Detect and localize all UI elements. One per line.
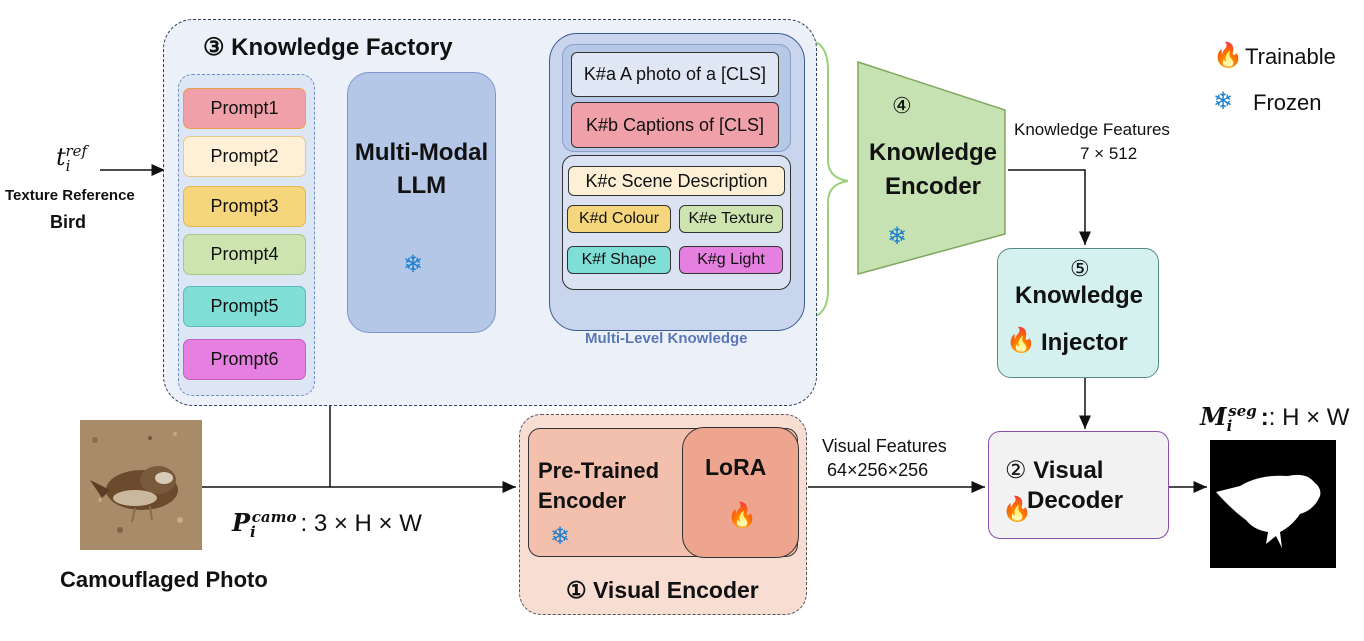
prompt-4: Prompt4 [183,234,306,275]
lora-box [682,427,799,558]
input-dims-label: Picamo: 3 × H × W [232,508,422,541]
snowflake-icon: ❄ [550,523,571,550]
knowledge-c: K#c Scene Description [568,166,785,196]
knowledge-e: K#e Texture [679,205,783,233]
legend-frozen: Frozen [1253,90,1322,115]
prompt-1: Prompt1 [183,88,306,129]
snowflake-icon: ❄ [403,251,424,278]
prompt-6: Prompt6 [183,339,306,380]
texture-symbol: tiref [56,142,92,175]
bird-mask-silhouette [1216,474,1321,548]
encoder-brace [807,39,849,319]
input-dims: : 3 × H × W [300,510,422,537]
knowledge-encoder-label: Knowledge Encoder [858,136,1008,204]
decoder-title-line: ② Visual [1005,456,1103,485]
knowledge-a: K#a A photo of a [CLS] [571,52,779,97]
mllm-line2: LLM [396,172,447,199]
visual-decoder-box [988,431,1169,539]
pretrained-line1: Pre-Trained [538,458,660,483]
knowledge-g: K#g Light [679,246,783,274]
prompt-5: Prompt5 [183,286,306,327]
texture-symbol-main: t [56,143,66,171]
flame-icon: 🔥 [1006,327,1036,354]
mllm-label: Multi-Modal LLM [347,136,496,202]
decoder-word1: Visual [1033,457,1104,484]
texture-class-label: Bird [50,212,86,232]
injector-number: ⑤ [1070,256,1090,281]
texture-reference-label: Texture Reference [5,187,135,204]
snowflake-icon: ❄ [887,223,908,250]
knowledge-d: K#d Colour [567,205,671,233]
multimodal-llm-box [347,72,496,333]
lora-label: LoRA [705,454,767,480]
flame-icon: 🔥 [1002,496,1032,523]
input-symbol-sup: camo [251,508,297,526]
texture-symbol-sup: ref [65,142,88,160]
knowledge-factory-title: ③ Knowledge Factory [203,34,453,61]
camouflaged-photo [80,420,202,550]
knowledge-b: K#b Captions of [CLS] [571,102,779,148]
injector-line1: Knowledge [1015,282,1144,309]
output-symbol: M [1200,402,1227,431]
visual-features-label: Visual Features [822,436,947,456]
output-dims-label: Miseg:: H × W [1200,402,1349,435]
output-dims: : H × W [1268,404,1350,431]
pretrained-line2: Encoder [538,488,627,513]
legend-trainable: Trainable [1245,44,1336,69]
output-symbol-sup: seg [1228,402,1257,420]
injector-line2: Injector [1041,329,1128,356]
visual-features-dims: 64×256×256 [827,460,929,480]
knowledge-features-label: Knowledge Features [1014,120,1170,139]
pretrained-encoder-label: Pre-Trained Encoder [538,456,659,516]
arrow-encoder-to-injector [1008,169,1091,245]
output-colon: : [1260,404,1269,431]
visual-encoder-title: ① Visual Encoder [566,577,759,603]
knowledge-encoder-shape [857,60,1006,275]
segmentation-mask [1210,440,1336,568]
snowflake-icon: ❄ [1213,88,1234,115]
knowledge-features-dims: 7 × 512 [1080,144,1138,163]
encoder-number: ④ [892,93,912,118]
flame-icon: 🔥 [1213,42,1243,69]
mllm-line1: Multi-Modal [354,139,489,166]
decoder-number: ② [1005,457,1027,484]
prompt-2: Prompt2 [183,136,306,177]
texture-symbol-sub: i [65,156,71,175]
encoder-line2: Encoder [884,173,982,200]
output-symbol-sub: i [1226,416,1233,435]
knowledge-f: K#f Shape [567,246,671,274]
knowledge-caption: Multi-Level Knowledge [585,330,748,347]
knowledge-injector-box [997,248,1159,378]
input-symbol-sub: i [250,522,256,541]
input-symbol: P [232,508,251,537]
decoder-word2: Decoder [1027,487,1124,514]
bird-photo-illustration [80,420,202,550]
encoder-line1: Knowledge [868,139,997,166]
flame-icon: 🔥 [727,502,757,529]
camouflaged-photo-caption: Camouflaged Photo [60,567,268,592]
prompt-3: Prompt3 [183,186,306,227]
